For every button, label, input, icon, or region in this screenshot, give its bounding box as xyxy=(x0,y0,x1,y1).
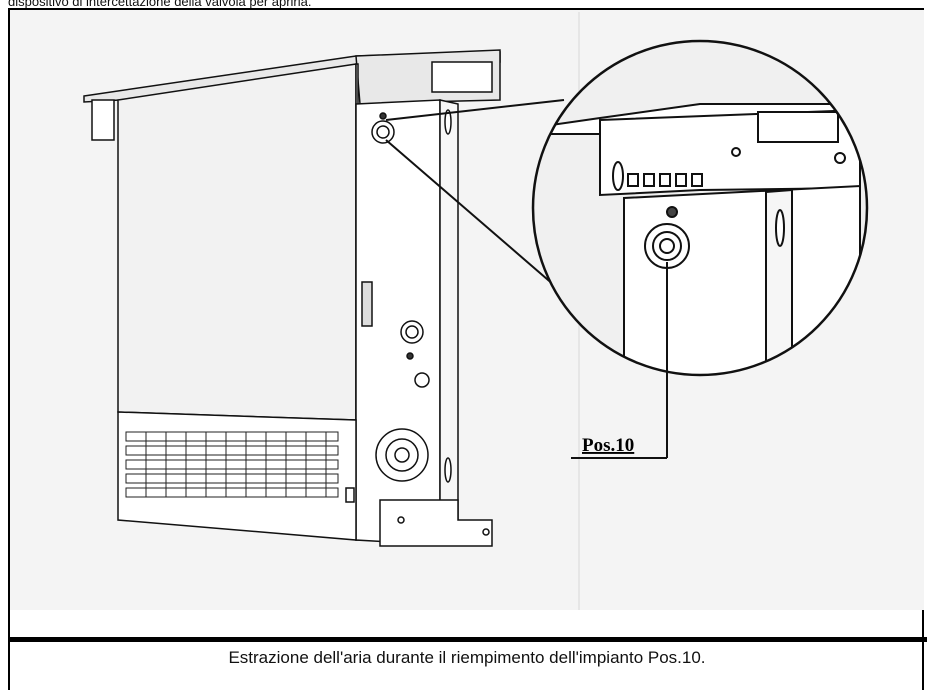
boiler-body xyxy=(117,63,459,546)
cut-off-header-text: dispositivo di intercettazione della val… xyxy=(8,0,312,9)
bottom-bracket xyxy=(379,499,493,547)
ventilation-grille xyxy=(125,431,339,498)
side-fittings xyxy=(345,112,430,503)
magnifier-ring xyxy=(531,39,869,377)
figure-caption: Estrazione dell'aria durante il riempime… xyxy=(228,648,706,667)
caption-divider xyxy=(10,637,927,642)
callout-leader xyxy=(571,262,668,459)
callout-label: Pos.10 xyxy=(582,435,634,456)
magnified-detail xyxy=(533,41,867,375)
